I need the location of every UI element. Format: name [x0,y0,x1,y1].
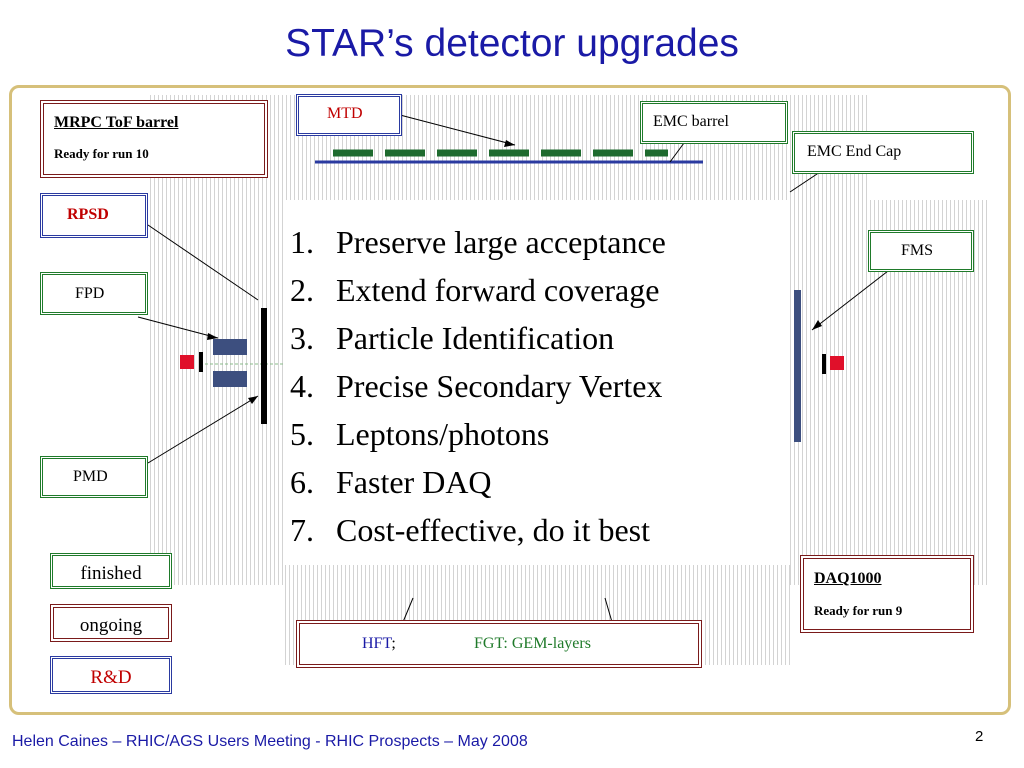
pmd-box: PMD [40,456,148,498]
goal-item: 4. Precise Secondary Vertex [290,362,666,410]
goal-text: Cost-effective, do it best [336,512,650,548]
pointer-fpd [137,316,219,339]
fpd-block-bottom [213,371,247,387]
goal-number: 4. [290,368,314,404]
pmd-label: PMD [73,468,108,485]
pmd-plate [261,308,267,424]
pointer-fms [811,270,889,331]
beam-black-right [822,354,826,374]
fms-plate [794,290,801,442]
mrpc-tof-box: MRPC ToF barrel Ready for run 10 [40,100,268,178]
pointer-mtd [399,114,516,146]
legend-rnd-label: R&D [90,667,132,688]
daq1000-box: DAQ1000 Ready for run 9 [800,555,974,633]
daq1000-title: DAQ1000 [814,570,882,587]
legend-rnd: R&D [50,656,172,694]
pointer-pmd-head [248,396,258,404]
footer-author: Helen Caines – RHIC/AGS Users Meeting - [12,733,325,750]
pointer-hft [402,597,414,623]
goal-text: Extend forward coverage [336,272,660,308]
legend-finished-label: finished [80,563,142,584]
rpsd-box: RPSD [40,193,148,238]
upgrade-goals-list: 1. Preserve large acceptance 2. Extend for… [290,218,666,554]
legend-ongoing-label: ongoing [79,615,143,636]
footer-talk: RHIC Prospects – May 2008 [325,733,528,750]
fms-box: FMS [868,230,974,272]
pointer-emc-endcap [789,171,821,193]
emc-barrel-label: EMC barrel [653,113,729,130]
emc-endcap-box: EMC End Cap [792,131,974,174]
slide-title: STAR’s detector upgrades [285,22,739,65]
page-number: 2 [975,728,984,745]
rpsd-label: RPSD [67,206,109,223]
goal-number: 3. [290,320,314,356]
goal-text: Precise Secondary Vertex [336,368,663,404]
beam-red-left [180,355,194,369]
goal-item: 5. Leptons/photons [290,410,666,458]
goal-text: Faster DAQ [336,464,492,500]
goal-number: 5. [290,416,314,452]
pointer-rpsd [147,224,259,301]
goal-number: 2. [290,272,314,308]
goal-item: 6. Faster DAQ [290,458,666,506]
hft-fgt-box: HFT; FGT: GEM-layers [296,620,702,668]
fpd-block-top [213,339,247,355]
goal-number: 1. [290,224,314,260]
mtd-label: MTD [327,105,363,122]
mrpc-tof-status: Ready for run 10 [54,146,149,161]
hft-separator: ; [391,635,396,652]
goal-text: Particle Identification [336,320,615,356]
emc-endcap-label: EMC End Cap [807,143,902,160]
pointer-emc-barrel [669,142,685,163]
goal-text: Preserve large acceptance [336,224,666,260]
fpd-box: FPD [40,272,148,315]
mrpc-tof-title: MRPC ToF barrel [54,114,179,131]
fpd-label: FPD [75,285,105,302]
goal-item: 3. Particle Identification [290,314,666,362]
goal-number: 6. [290,464,314,500]
legend-finished: finished [50,553,172,589]
fgt-label: FGT: GEM-layers [474,635,591,652]
emc-barrel-box: EMC barrel [640,101,788,144]
goal-item: 7. Cost-effective, do it best [290,506,666,554]
goals-panel [285,205,790,560]
pointer-pmd [147,395,259,464]
slide-footer: Helen Caines – RHIC/AGS Users Meeting - … [12,733,528,751]
goal-text: Leptons/photons [336,416,550,452]
beam-black-left [199,352,203,372]
beam-red-right [830,356,844,370]
goal-item: 1. Preserve large acceptance [290,218,666,266]
mtd-box: MTD [296,94,402,136]
pointer-fpd-head [207,333,218,340]
pointer-fms-head [812,320,822,330]
hft-label: HFT; [362,635,396,653]
hft-text: HFT [362,635,392,652]
pointer-mtd-head [504,140,515,147]
pointer-fgt [604,597,613,623]
fms-label: FMS [901,242,934,259]
daq1000-status: Ready for run 9 [814,603,903,618]
goal-item: 2. Extend forward coverage [290,266,666,314]
legend-ongoing: ongoing [50,604,172,642]
goal-number: 7. [290,512,314,548]
